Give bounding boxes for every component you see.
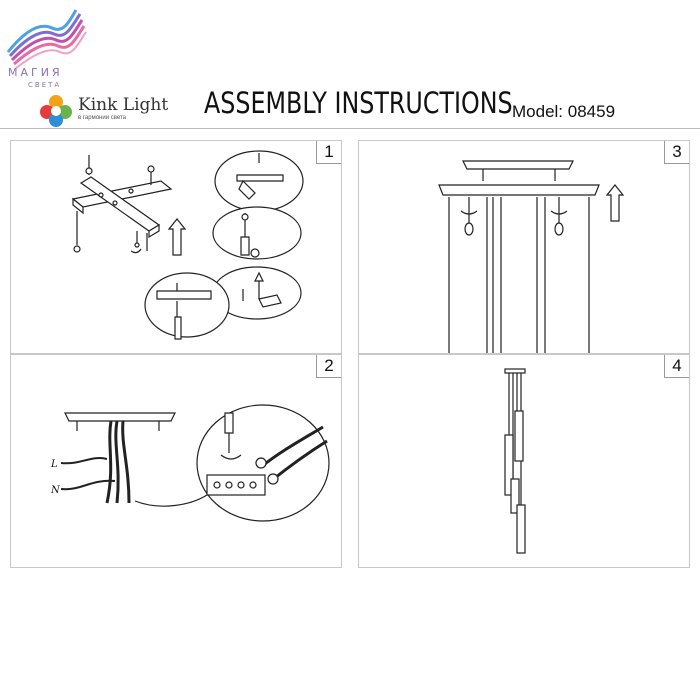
step-number-2: 2 — [316, 355, 341, 378]
wire-label-l: L — [50, 459, 58, 470]
page-title: ASSEMBLY INSTRUCTIONS — [204, 86, 513, 120]
kink-light-tagline: в гармонии света — [78, 115, 127, 121]
step-panel-4: 4 — [358, 354, 690, 568]
step-panel-1: 1 — [10, 140, 342, 354]
model-number: Model: 08459 — [512, 102, 616, 121]
assembled-fixture-diagram — [504, 368, 526, 554]
wiring-diagram: L N — [50, 404, 330, 522]
brand-magia-text: МАГИЯ — [8, 66, 63, 79]
header-divider — [0, 128, 700, 129]
flower-logo-icon — [40, 95, 72, 127]
brand-sveta-text: СВЕТА — [28, 81, 62, 89]
kink-light-name: Kink Light — [78, 95, 169, 115]
step-number-3: 3 — [664, 141, 689, 164]
mounting-bracket-diagram — [71, 150, 304, 340]
step-number-4: 4 — [664, 355, 689, 378]
step-panel-2: 2 L N — [10, 354, 342, 568]
magia-wave-icon — [6, 9, 87, 69]
step-panel-3: 3 — [358, 140, 690, 354]
wire-label-n: N — [50, 485, 61, 496]
step-number-1: 1 — [316, 141, 341, 164]
canopy-attachment-diagram — [438, 160, 625, 353]
